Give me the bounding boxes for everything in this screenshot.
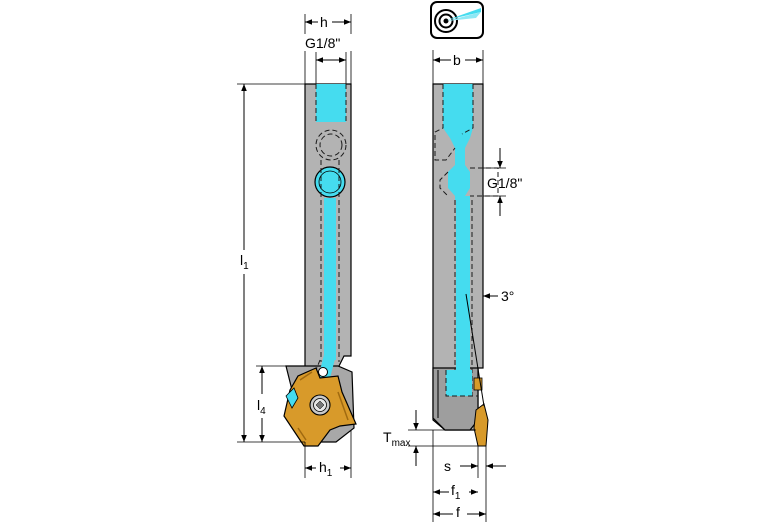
dim-tmax-label: Tmax	[383, 429, 410, 449]
front-fitting-circle	[314, 166, 346, 198]
front-coolant-channel	[324, 198, 336, 360]
side-insert	[473, 403, 489, 447]
dim-f-label: f	[456, 504, 460, 520]
dim-g-side-label: G1/8"	[487, 175, 522, 191]
side-dimensions: b G1/8" 3° Tmax s f1 f	[383, 50, 522, 522]
dim-h1-label: h1	[319, 459, 333, 479]
insert-coolant-jet	[285, 387, 299, 409]
side-view	[432, 83, 499, 447]
dim-l4-label: l4	[257, 397, 266, 417]
front-clamp-screw	[318, 367, 328, 377]
side-coolant-channel	[456, 196, 470, 378]
dim-g-top-label: G1/8"	[305, 35, 340, 51]
dim-l1-label: l1	[240, 252, 249, 272]
side-coolant-pocket	[446, 370, 472, 396]
side-angle-line	[465, 293, 485, 407]
dim-f1-label: f1	[451, 482, 461, 502]
coolant-through-icon	[430, 1, 484, 39]
side-clamp-block	[473, 377, 483, 391]
dim-h-label: h	[320, 14, 328, 30]
front-coolant-port-inner	[319, 133, 343, 157]
front-dimensions: h G1/8" l1 l4 h1	[237, 12, 354, 479]
dim-s-label: s	[444, 458, 451, 474]
side-coolant-reservoir	[443, 84, 473, 200]
dim-angle-label: 3°	[501, 288, 514, 304]
front-coolant-port	[315, 129, 347, 161]
front-view	[283, 83, 357, 447]
front-coolant-reservoir	[316, 84, 346, 122]
dim-b-label: b	[453, 52, 461, 68]
